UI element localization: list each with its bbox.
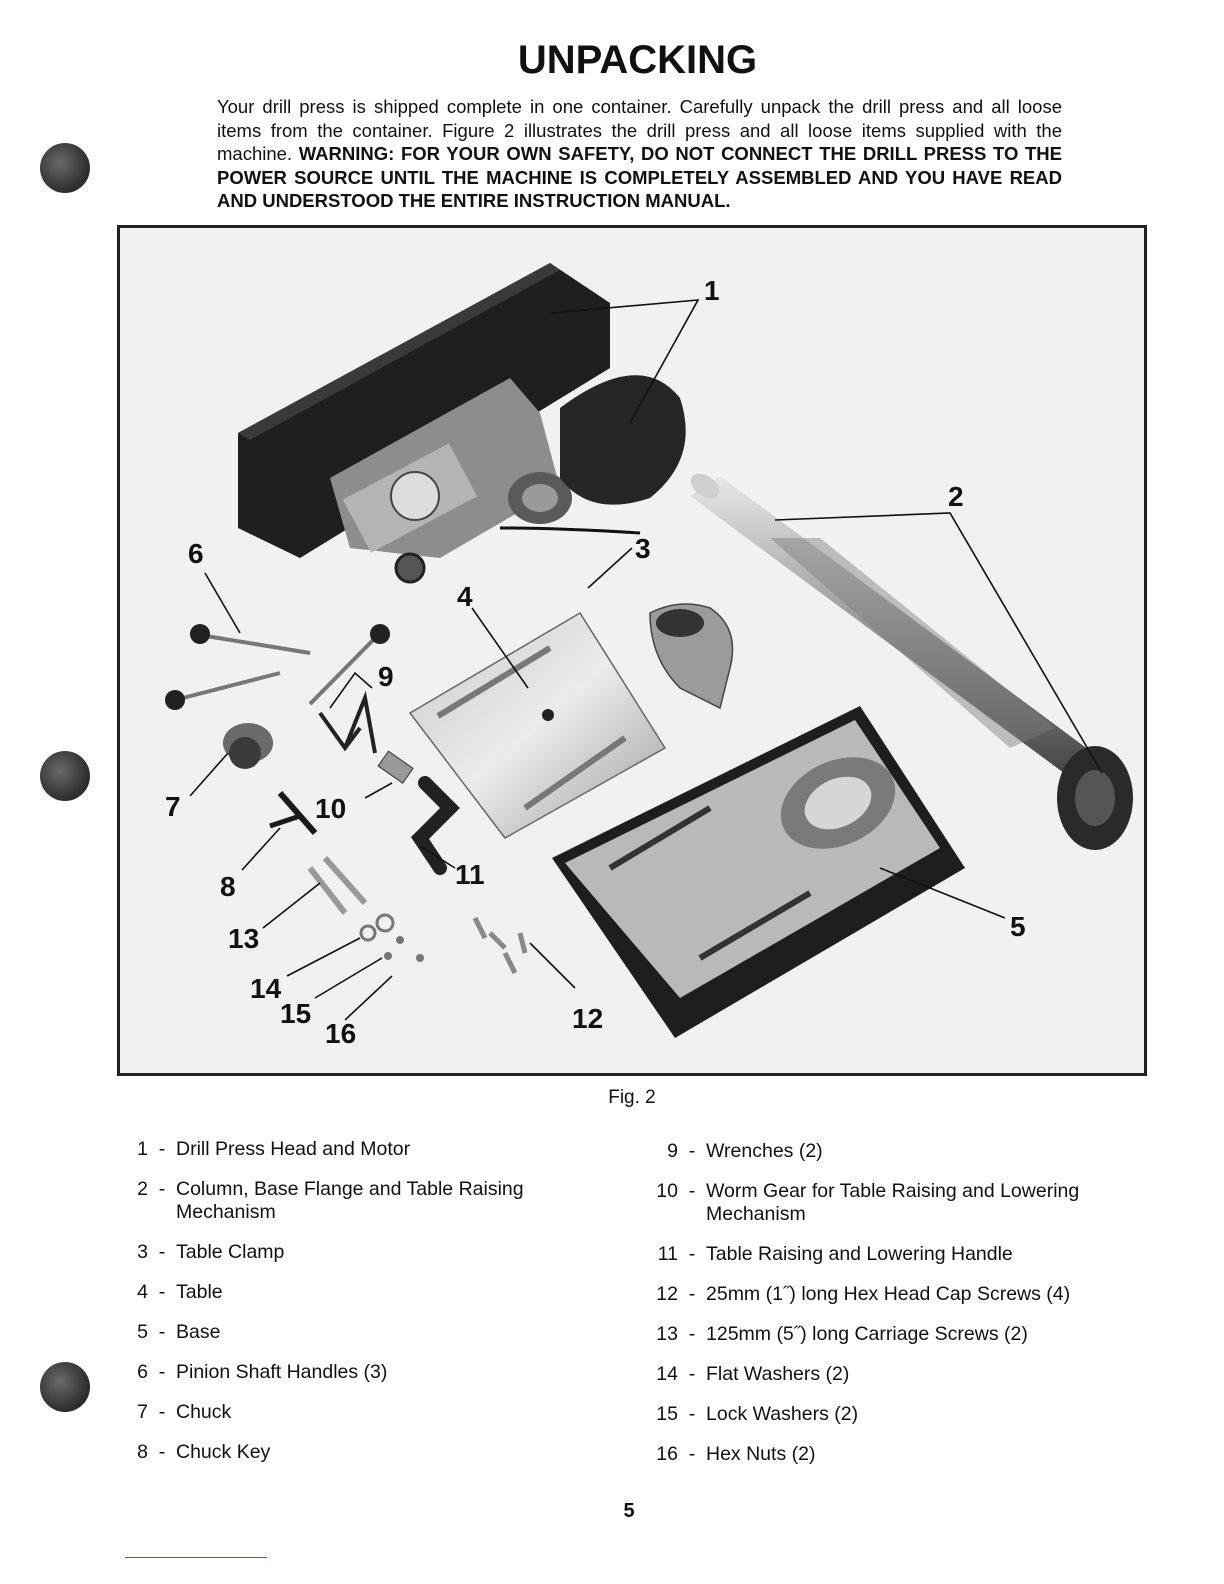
- list-item: 15-Lock Washers (2): [656, 1403, 859, 1425]
- list-item: 14-Flat Washers (2): [656, 1363, 850, 1385]
- list-item: 16-Hex Nuts (2): [656, 1443, 816, 1465]
- page-title: UNPACKING: [517, 38, 758, 82]
- wrenches: [318, 690, 377, 754]
- list-item: 6-Pinion Shaft Handles (3): [137, 1361, 388, 1383]
- chuck: [223, 723, 273, 769]
- intro-text: Your drill press is shipped complete in …: [217, 96, 1062, 164]
- intro-paragraph: Your drill press is shipped complete in …: [217, 95, 1062, 213]
- page-number: 5: [623, 1500, 635, 1522]
- table: [408, 611, 667, 839]
- list-item: 5-Base: [137, 1321, 221, 1343]
- callout-3: 3: [635, 533, 651, 564]
- worm-gear: [377, 750, 414, 784]
- list-item: 4-Table: [137, 1281, 223, 1303]
- list-item: 9-Wrenches (2): [667, 1140, 823, 1162]
- parts-list-left: 1-Drill Press Head and Motor 2-Column, B…: [118, 1138, 638, 1464]
- callout-11: 11: [455, 859, 485, 890]
- list-item: 2-Column, Base Flange and Table Raising …: [137, 1178, 524, 1223]
- callout-16: 16: [325, 1018, 356, 1049]
- figure-2-illustration: 1 2 3 4 5 6 7 8 9 10 11 12 13 14 15 16: [117, 225, 1147, 1076]
- list-item: 13-125mm (5˝) long Carriage Screws (2): [656, 1323, 1028, 1345]
- table-clamp: [649, 603, 734, 710]
- leader-lines: [189, 299, 1103, 1021]
- parts-illustration: 1 2 3 4 5 6 7 8 9 10 11 12 13 14 15 16: [165, 263, 1133, 1049]
- washers-and-nuts: [359, 913, 424, 962]
- callout-14: 14: [250, 973, 282, 1004]
- base: [552, 706, 965, 1038]
- safety-warning: WARNING: FOR YOUR OWN SAFETY, DO NOT CON…: [217, 143, 1062, 211]
- footer-rule: [125, 1557, 267, 1558]
- figure-caption: Fig. 2: [608, 1087, 656, 1108]
- column-assembly: [690, 473, 1133, 850]
- list-item: 12-25mm (1˝) long Hex Head Cap Screws (4…: [656, 1283, 1071, 1305]
- list-item: 8-Chuck Key: [137, 1441, 271, 1463]
- parts-list-right: 9-Wrenches (2) 10-Worm Gear for Table Ra…: [652, 1140, 1132, 1466]
- list-item: 11-Table Raising and Lowering Handle: [657, 1243, 1013, 1265]
- callout-6: 6: [188, 538, 204, 569]
- callout-2: 2: [948, 481, 964, 512]
- callout-8: 8: [220, 871, 236, 902]
- list-item: 3-Table Clamp: [137, 1241, 285, 1263]
- list-item: 1-Drill Press Head and Motor: [137, 1138, 411, 1160]
- hex-cap-screws: [472, 916, 528, 975]
- pinion-handles: [165, 624, 390, 710]
- carriage-screws: [307, 856, 368, 915]
- callout-15: 15: [280, 998, 311, 1029]
- binder-hole-bottom: [40, 1362, 90, 1412]
- callout-7: 7: [165, 791, 181, 822]
- list-item: 10-Worm Gear for Table Raising and Lower…: [656, 1180, 1080, 1225]
- callout-4: 4: [457, 581, 473, 612]
- list-item: 7-Chuck: [137, 1401, 232, 1423]
- callout-1: 1: [704, 275, 720, 306]
- callout-9: 9: [378, 661, 394, 692]
- binder-hole-top: [40, 143, 90, 193]
- callout-12: 12: [572, 1003, 603, 1034]
- callout-10: 10: [315, 793, 346, 824]
- callout-13: 13: [228, 923, 259, 954]
- chuck-key: [269, 791, 318, 835]
- drill-press-head: [238, 263, 686, 584]
- callout-5: 5: [1010, 911, 1026, 942]
- binder-hole-middle: [40, 751, 90, 801]
